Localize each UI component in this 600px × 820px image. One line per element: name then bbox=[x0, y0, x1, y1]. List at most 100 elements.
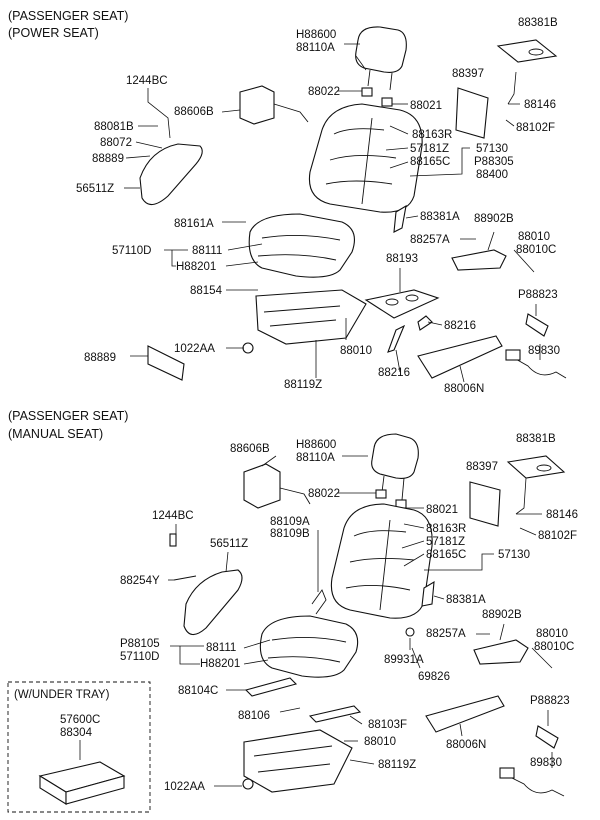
bolt-1022aa-manual bbox=[242, 778, 254, 790]
tray-88193-power bbox=[364, 289, 440, 319]
part-label-m-88010a: 88010 bbox=[536, 628, 568, 640]
leader-57110d-power bbox=[164, 249, 188, 267]
trim-88216a-power bbox=[417, 315, 433, 331]
seat-frame-rails-manual bbox=[253, 745, 333, 773]
part-label-p-88021: 88021 bbox=[410, 100, 442, 112]
part-label-p-88381a: 88381A bbox=[420, 211, 460, 223]
leader-88006n-power bbox=[459, 365, 465, 383]
part-label-m-57110d: 57110D bbox=[120, 651, 159, 663]
part-label-p-p88823: P88823 bbox=[518, 289, 558, 301]
part-label-m-88902b: 88902B bbox=[482, 609, 522, 621]
part-label-p-88072: 88072 bbox=[100, 137, 132, 149]
section-header-manual-line1: (PASSENGER SEAT) bbox=[8, 409, 128, 423]
part-label-m-88381b: 88381B bbox=[516, 433, 556, 445]
part-label-m-69826: 69826 bbox=[418, 671, 450, 683]
seat-cushion-power bbox=[248, 213, 355, 278]
leader-88006n-manual bbox=[459, 723, 463, 737]
part-label-p-88902b: 88902B bbox=[474, 213, 514, 225]
leader-88902b-manual bbox=[476, 623, 505, 641]
headrest-manual bbox=[371, 433, 419, 479]
part-label-p-56511z: 56511Z bbox=[76, 183, 114, 195]
leader-69826-manual bbox=[411, 647, 421, 669]
part-label-p-88216a: 88216 bbox=[444, 320, 476, 332]
bolt-1022aa-power bbox=[242, 342, 254, 354]
part-label-m-88381a: 88381A bbox=[446, 594, 486, 606]
part-label-m-88103f: 88103F bbox=[368, 719, 407, 731]
under-tray-inset: (W/UNDER TRAY) 57600C 88304 bbox=[7, 681, 151, 813]
part-label-p-88165c: 88165C bbox=[410, 156, 450, 168]
bezel-88397-manual bbox=[469, 481, 501, 527]
leader-88381a-power bbox=[405, 215, 419, 219]
leader-57110d-manual bbox=[170, 645, 204, 665]
part-label-p-88216b: 88216 bbox=[378, 367, 410, 379]
section-header-power-line1: (PASSENGER SEAT) bbox=[8, 9, 128, 23]
side-cover-56511z-manual bbox=[183, 569, 243, 636]
seatbelt-strap-power bbox=[273, 103, 309, 123]
motor-p88823-manual bbox=[535, 725, 559, 749]
headrest-post-right-manual bbox=[401, 477, 405, 501]
motor-p88823-power bbox=[525, 313, 549, 337]
part-label-m-88010c: 88010C bbox=[534, 641, 574, 653]
part-label-p-89830: 89830 bbox=[528, 345, 560, 357]
leader-88010c-manual bbox=[531, 647, 553, 669]
part-label-m-88397: 88397 bbox=[466, 461, 498, 473]
clip-88254y-manual bbox=[173, 575, 197, 581]
manual-seat-assembly bbox=[168, 433, 566, 797]
switch-88902b-power bbox=[451, 249, 507, 271]
part-label-p-1022aa: 1022AA bbox=[174, 343, 215, 355]
harness-89830-manual bbox=[507, 775, 565, 797]
seatbelt-buckle-88606b-manual bbox=[243, 463, 281, 509]
guide-88021-power bbox=[381, 97, 393, 107]
seat-back-manual bbox=[330, 503, 433, 619]
seat-cushion-manual bbox=[259, 615, 359, 678]
part-label-p-h88600: H88600 bbox=[296, 29, 336, 41]
part-label-p-88154: 88154 bbox=[190, 285, 223, 297]
part-label-m-88006n: 88006N bbox=[446, 739, 486, 751]
part-label-p-88397: 88397 bbox=[452, 68, 484, 80]
part-label-m-56511z: 56511Z bbox=[210, 538, 248, 550]
leader-88111-power bbox=[225, 243, 263, 267]
leader-88163r-group-power bbox=[385, 125, 409, 169]
panel-hole-manual bbox=[536, 464, 552, 472]
part-label-m-88022: 88022 bbox=[308, 488, 340, 500]
part-label-m-p88823: P88823 bbox=[530, 695, 570, 707]
leader-h88600-power bbox=[344, 43, 367, 71]
part-label-p-88010b: 88010 bbox=[340, 345, 372, 357]
bezel-88397-power bbox=[455, 87, 489, 139]
leader-88119z-manual bbox=[349, 759, 375, 765]
part-label-p-88110a: 88110A bbox=[296, 42, 335, 54]
seat-back-stitching-power bbox=[325, 128, 397, 185]
part-label-m-1244bc: 1244BC bbox=[152, 510, 194, 522]
part-label-p-88606b: 88606B bbox=[174, 106, 214, 118]
part-label-p-88889a: 88889 bbox=[92, 153, 124, 165]
cup-holder-1 bbox=[385, 298, 399, 306]
part-label-p-88257a: 88257A bbox=[410, 234, 450, 246]
part-label-p-88010a: 88010 bbox=[518, 231, 550, 243]
part-label-p-88006n: 88006N bbox=[444, 383, 484, 395]
part-label-m-88165c: 88165C bbox=[426, 549, 466, 561]
trim-88889-power bbox=[147, 345, 185, 381]
leader-p88823-manual bbox=[547, 710, 553, 768]
part-label-p-88163r: 88163R bbox=[412, 129, 452, 141]
part-label-m-88021: 88021 bbox=[426, 504, 458, 516]
section-header-power-line2: (POWER SEAT) bbox=[8, 26, 99, 40]
part-label-m-h88201: H88201 bbox=[200, 658, 240, 670]
part-label-m-88109a: 88109A bbox=[270, 516, 310, 528]
part-label-p-88146: 88146 bbox=[524, 99, 556, 111]
cushion-stitching-manual bbox=[267, 636, 347, 663]
part-label-p-88022: 88022 bbox=[308, 86, 340, 98]
part-label-m-88254y: 88254Y bbox=[120, 575, 160, 587]
seat-back-stitching-manual bbox=[345, 530, 415, 591]
power-seat-assembly bbox=[124, 26, 567, 383]
under-tray-box bbox=[7, 681, 151, 813]
leader-88606b-power bbox=[221, 109, 241, 113]
part-label-m-88010b: 88010 bbox=[364, 736, 396, 748]
bolt-1244bc-manual bbox=[169, 533, 177, 547]
part-label-p-88400: 88400 bbox=[476, 169, 508, 181]
panel-88381b-manual bbox=[506, 455, 566, 479]
connector-89830-manual bbox=[499, 767, 515, 779]
lever-88109-manual bbox=[311, 589, 327, 615]
under-tray-title: (W/UNDER TRAY) bbox=[14, 689, 110, 701]
seatbelt-buckle-88606b-power bbox=[239, 85, 275, 125]
